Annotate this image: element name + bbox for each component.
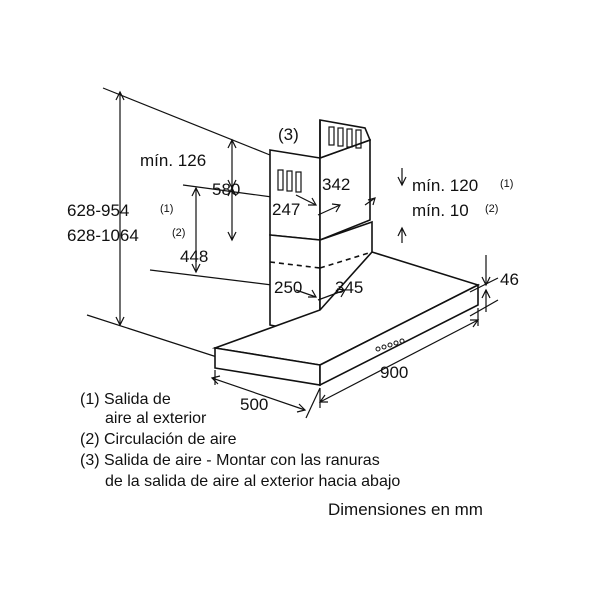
hood-canopy — [211, 251, 481, 387]
legend-line-5: de la salida de aire al exterior hacia a… — [105, 473, 400, 490]
min-ceiling-recirc-label: mín. 10 — [412, 201, 469, 220]
legend-line-1: (1) Salida de — [80, 391, 171, 408]
vent-slots — [277, 126, 362, 193]
legend: (1) Salida de aire al exterior (2) Circu… — [80, 391, 400, 490]
lower-chimney-label: 448 — [180, 247, 208, 266]
dimension-lines — [115, 90, 499, 419]
units-footer: Dimensiones en mm — [328, 500, 483, 519]
min-ceiling-outlet-note: (1) — [500, 178, 513, 190]
total-height-recirc-note: (2) — [172, 227, 185, 239]
lower-depth-label: 345 — [335, 278, 363, 297]
hood-height-label: 46 — [500, 270, 519, 289]
hood-depth-label: 500 — [240, 395, 268, 414]
total-height-outlet-note: (1) — [160, 203, 173, 215]
lower-width-label: 250 — [274, 278, 302, 297]
min-ceiling-recirc-note: (2) — [485, 203, 498, 215]
legend-line-3: (2) Circulación de aire — [80, 431, 237, 448]
upper-depth-label: 342 — [322, 175, 350, 194]
control-buttons — [375, 338, 405, 352]
total-height-recirc-label: 628-1064 — [67, 226, 139, 245]
min-top-label: mín. 126 — [140, 151, 206, 170]
total-height-outlet-label: 628-954 — [67, 201, 129, 220]
min-ceiling-outlet-label: mín. 120 — [412, 176, 478, 195]
vent-note-label: (3) — [278, 125, 299, 144]
upper-width-label: 247 — [272, 200, 300, 219]
upper-chimney-label: 580 — [212, 180, 240, 199]
hood-width-label: 900 — [380, 363, 408, 382]
wall-lines — [86, 87, 273, 359]
upper-chimney — [269, 119, 372, 242]
dimension-labels: (3) mín. 126 580 628-954 (1) 628-1064 (2… — [67, 125, 519, 414]
legend-line-2: aire al exterior — [105, 410, 207, 427]
legend-line-4: (3) Salida de aire - Montar con las ranu… — [80, 452, 380, 469]
